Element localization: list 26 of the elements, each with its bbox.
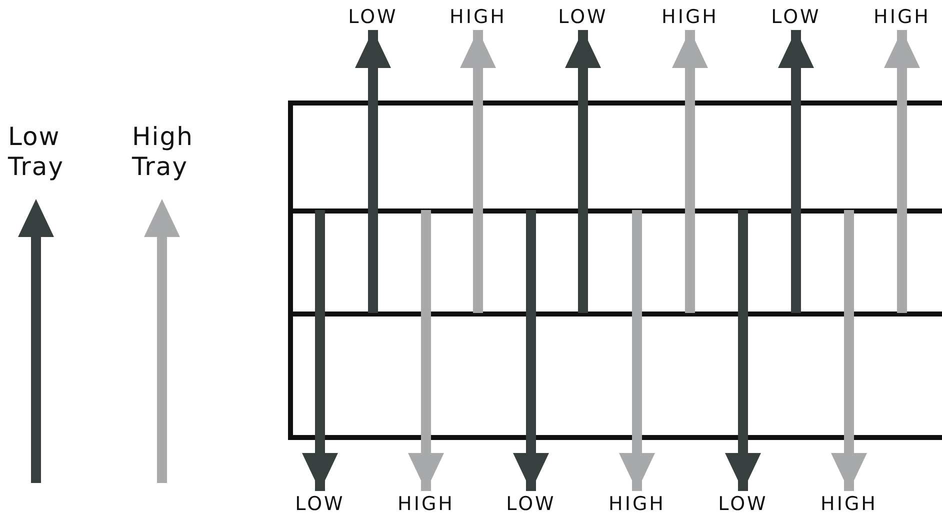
legend-label: High Tray <box>132 122 194 182</box>
arrow <box>672 30 708 313</box>
arrow <box>884 30 920 313</box>
arrow <box>831 210 867 491</box>
tray-label: LOW <box>558 6 608 28</box>
arrow <box>460 30 496 313</box>
tray-label: LOW <box>506 493 556 515</box>
arrow <box>355 30 391 313</box>
arrow <box>408 210 444 491</box>
tray-label: LOW <box>771 6 821 28</box>
tray-label: HIGH <box>608 493 666 515</box>
legend-label: Low Tray <box>8 122 65 182</box>
tray-label: HIGH <box>820 493 878 515</box>
tray-label: HIGH <box>662 6 718 28</box>
tray-label: HIGH <box>450 6 506 28</box>
arrow <box>565 30 601 313</box>
tray-label: HIGH <box>874 6 930 28</box>
tray-label: LOW <box>295 493 345 515</box>
tray-label: LOW <box>348 6 398 28</box>
arrow <box>725 210 761 491</box>
arrow <box>302 210 338 491</box>
arrow <box>778 30 814 313</box>
tray-label: HIGH <box>398 493 454 515</box>
arrow <box>619 210 655 491</box>
tray-label: LOW <box>718 493 768 515</box>
arrow <box>513 210 549 491</box>
